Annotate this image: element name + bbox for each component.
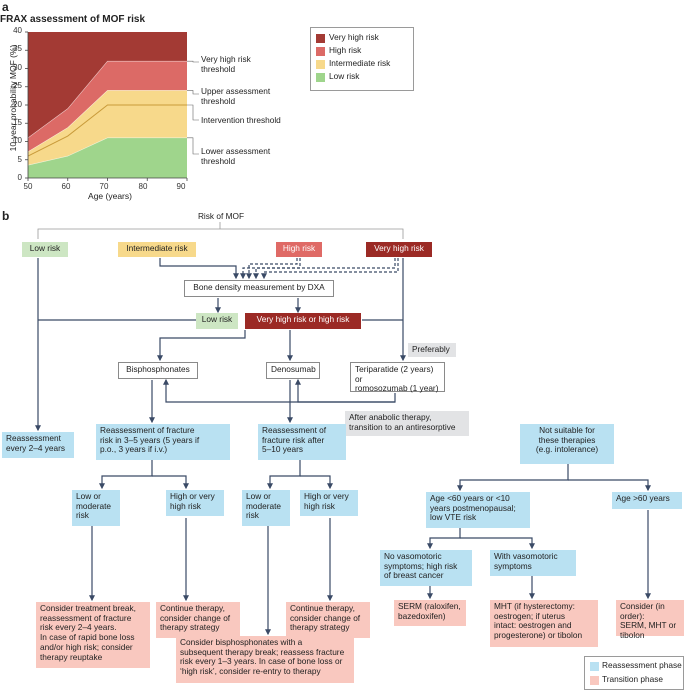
x-axis-label: Age (years) <box>88 191 132 201</box>
legend-label: Low risk <box>329 71 360 81</box>
threshold-line <box>27 137 187 166</box>
serm-box: SERM (raloxifen,bazedoxifen) <box>394 600 466 626</box>
legend-label: Very high risk <box>329 32 379 42</box>
dxa-low-risk: Low risk <box>196 313 238 329</box>
treatment-break-box: Consider treatment break,reassessment of… <box>36 602 150 668</box>
y-tick: 0 <box>17 173 22 182</box>
zone-low-risk <box>28 137 187 178</box>
frax-chart <box>25 31 199 181</box>
legend-key <box>316 34 325 43</box>
panel-a-title: FRAX assessment of MOF risk <box>0 14 146 25</box>
preferably-note: Preferably <box>408 343 456 357</box>
panel-a-label: a <box>2 0 9 14</box>
x-tick: 70 <box>99 182 109 191</box>
x-tick: 80 <box>138 182 148 191</box>
legend-key <box>316 73 325 82</box>
denosumab-box: Denosumab <box>266 362 320 379</box>
tag-very-high-risk: Very high risk <box>366 242 432 257</box>
legend-reassessment: Reassessment phase <box>602 660 682 670</box>
zone-very-high-risk <box>28 32 187 138</box>
y-tick: 10 <box>13 136 22 145</box>
chart-legend: Very high risk High risk Intermediate ri… <box>310 27 414 91</box>
x-tick: 90 <box>176 182 186 191</box>
mht-box: MHT (if hysterectomy:oestrogen; if uteru… <box>490 600 598 647</box>
legend-key-reassessment <box>590 662 599 671</box>
legend-key <box>316 47 325 56</box>
tag-low-risk: Low risk <box>22 242 68 257</box>
threshold-line <box>27 90 187 152</box>
legend-key-transition <box>590 676 599 685</box>
panel-b-label: b <box>2 209 10 223</box>
y-tick: 15 <box>13 118 22 127</box>
tag-high-risk: High risk <box>276 242 322 257</box>
y-tick: 35 <box>13 44 22 53</box>
dxa-high-risk: Very high risk or high risk <box>245 313 361 329</box>
intervention-threshold-line <box>27 104 187 157</box>
after-anabolic-note: After anabolic therapy,transition to an … <box>345 411 469 436</box>
y-tick: 5 <box>17 155 22 164</box>
threshold-leader <box>187 137 199 155</box>
threshold-leader <box>187 90 199 95</box>
age-over-60: Age >60 years <box>612 492 682 509</box>
threshold-label-intervention: Intervention threshold <box>201 115 281 125</box>
y-tick: 40 <box>13 26 22 35</box>
threshold-leader <box>187 60 199 63</box>
risk-of-mof-label: Risk of MOF <box>197 211 245 221</box>
threshold-leader <box>187 104 199 121</box>
zone-intermediate-risk <box>28 90 187 166</box>
legend-label: Intermediate risk <box>329 58 391 68</box>
legend-key <box>316 60 325 69</box>
legend-transition: Transition phase <box>602 674 664 684</box>
phase-legend: Reassessment phase Transition phase <box>584 656 684 690</box>
bisphosphonates-box: Bisphosphonates <box>118 362 198 379</box>
threshold-line <box>27 60 187 139</box>
y-tick: 30 <box>13 63 22 72</box>
y-tick: 20 <box>13 100 22 109</box>
legend-label: High risk <box>329 45 362 55</box>
x-tick: 60 <box>61 182 71 191</box>
zone-high-risk <box>28 61 187 152</box>
y-tick: 25 <box>13 81 22 90</box>
tag-intermediate-risk: Intermediate risk <box>118 242 196 257</box>
bone-density-box: Bone density measurement by DXA <box>184 280 334 297</box>
x-tick: 50 <box>23 182 33 191</box>
